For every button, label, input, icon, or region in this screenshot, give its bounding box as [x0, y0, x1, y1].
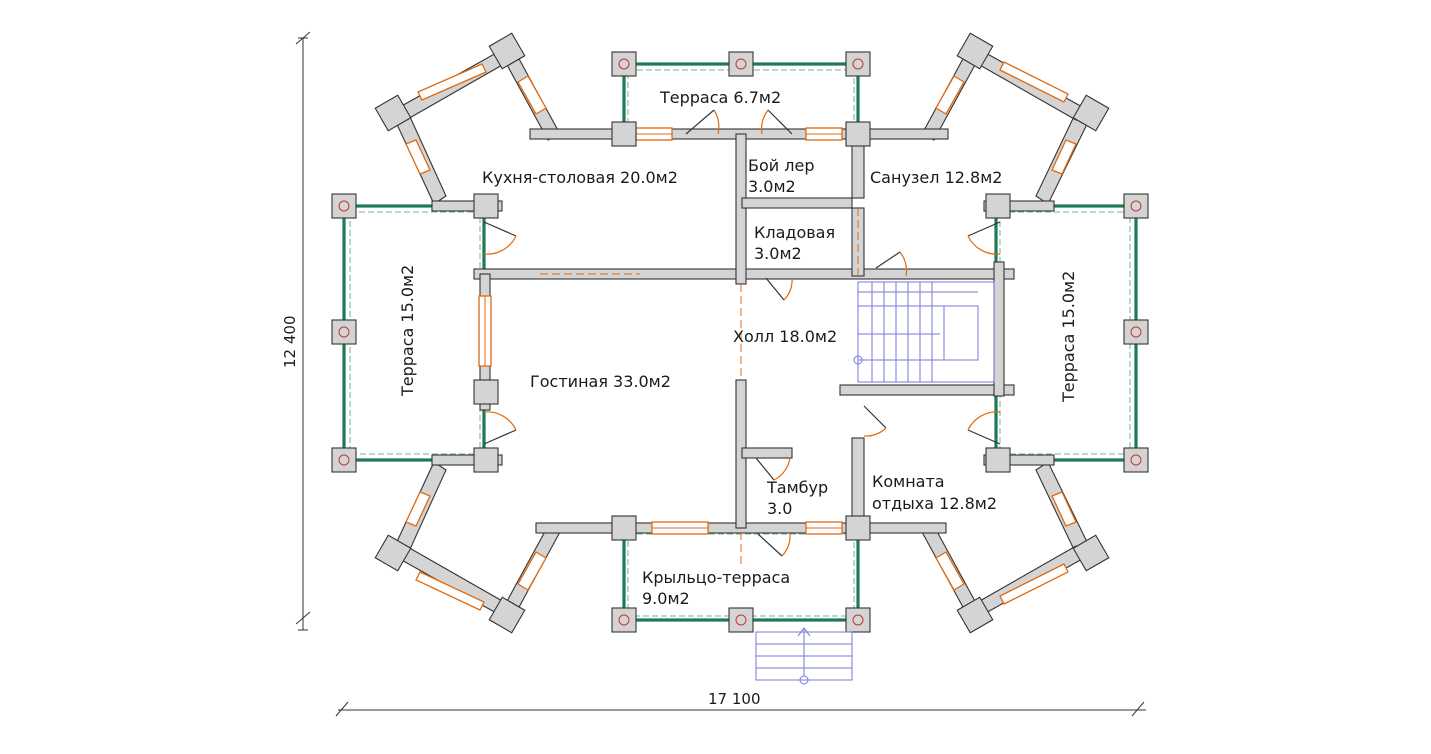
label-rest-title: Комната	[872, 472, 945, 491]
dimension-labels: 12 400 17 100	[281, 316, 761, 709]
label-pantry-area: 3.0м2	[754, 244, 802, 263]
label-living: Гостиная 33.0м2	[530, 372, 671, 391]
label-bathroom: Санузел 12.8м2	[870, 168, 1002, 187]
label-kitchen: Кухня-столовая 20.0м2	[482, 168, 678, 187]
staircase	[755, 281, 995, 685]
label-terrace-top: Терраса 6.7м2	[659, 88, 781, 107]
posts	[331, 51, 1149, 633]
dimension-height: 12 400	[281, 316, 299, 369]
doors	[483, 109, 1001, 557]
bay-bottom-right	[921, 461, 1110, 634]
label-vestibule-title: Тамбур	[766, 478, 828, 497]
dimension-width: 17 100	[708, 690, 761, 708]
label-vestibule-area: 3.0	[767, 499, 792, 518]
label-rest-area: отдыха 12.8м2	[872, 494, 997, 513]
label-porch-title: Крыльцо-терраса	[642, 568, 790, 587]
label-terrace-right: Терраса 15.0м2	[1059, 271, 1078, 403]
bay-top-right	[921, 32, 1110, 205]
dimension-lines	[295, 31, 1146, 717]
label-boiler-title: Бой лер	[748, 156, 814, 175]
label-hall: Холл 18.0м2	[733, 327, 837, 346]
walls	[431, 127, 1055, 564]
bay-bottom-left	[374, 461, 561, 634]
label-porch-area: 9.0м2	[642, 589, 690, 608]
room-labels: Терраса 6.7м2 Бой лер 3.0м2 Кухня-столов…	[398, 88, 1078, 608]
label-terrace-left: Терраса 15.0м2	[398, 265, 417, 397]
label-pantry-title: Кладовая	[754, 223, 835, 242]
label-boiler-area: 3.0м2	[748, 177, 796, 196]
